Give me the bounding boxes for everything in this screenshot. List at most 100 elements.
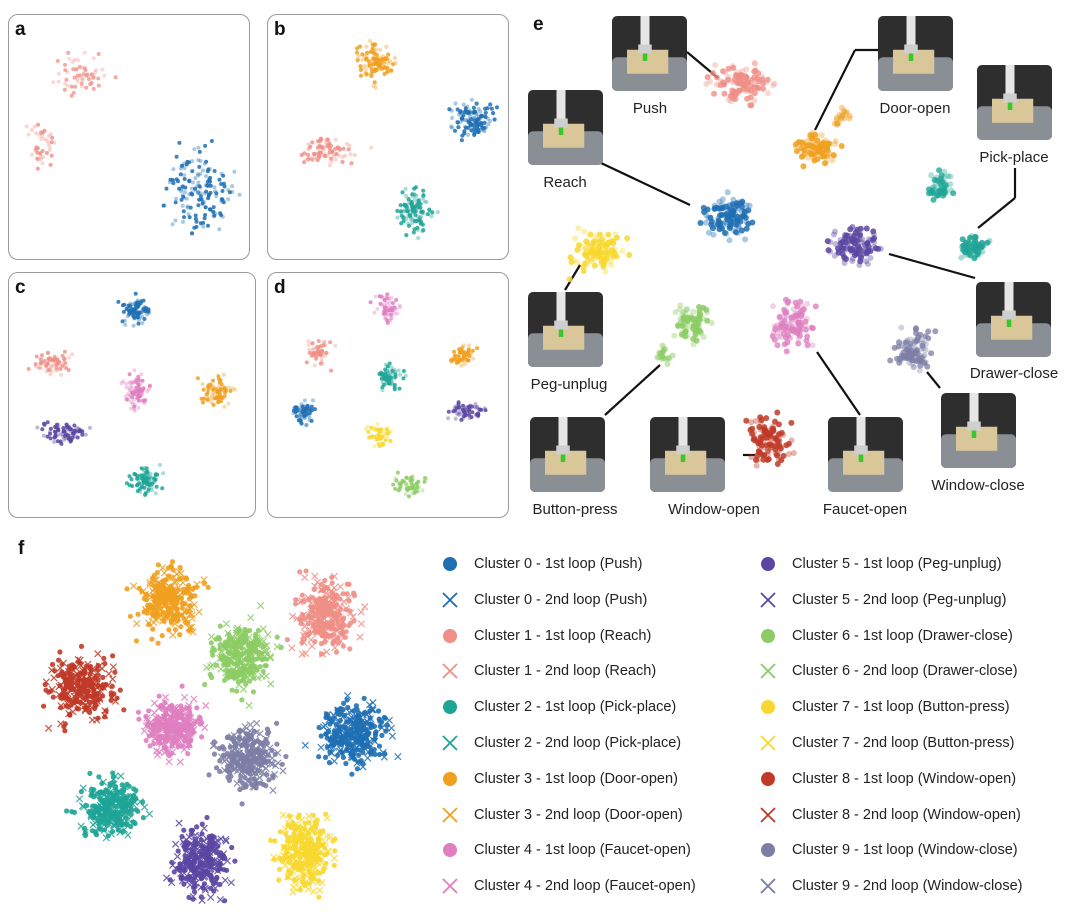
point	[739, 68, 746, 74]
point	[229, 687, 235, 693]
point	[127, 613, 133, 619]
point	[466, 358, 471, 363]
point	[354, 50, 360, 55]
point	[190, 169, 195, 174]
point	[377, 444, 382, 449]
point	[958, 254, 965, 261]
point-cross	[359, 763, 367, 771]
point	[614, 234, 620, 241]
point	[221, 372, 226, 377]
point	[296, 418, 301, 423]
point	[427, 209, 432, 214]
point-cross	[353, 717, 361, 725]
point	[566, 276, 573, 283]
point	[355, 58, 360, 63]
point	[323, 353, 327, 358]
point	[416, 198, 421, 203]
point	[144, 466, 149, 471]
point	[312, 363, 317, 368]
point	[800, 306, 807, 313]
point	[154, 570, 160, 576]
point	[870, 236, 876, 243]
point	[309, 408, 314, 413]
point	[306, 342, 311, 347]
point	[32, 124, 37, 129]
point	[578, 244, 585, 250]
point-cross	[394, 753, 402, 761]
point	[818, 148, 824, 155]
point-cross	[176, 591, 184, 599]
point	[304, 422, 309, 427]
point-cross	[337, 631, 345, 639]
cluster-3-points-b	[831, 104, 853, 128]
point-cross	[79, 685, 87, 693]
point	[745, 207, 752, 214]
panel-e-label: e	[533, 14, 544, 35]
point	[788, 437, 795, 444]
point	[407, 494, 411, 499]
task-label-button-press: Button-press	[532, 501, 617, 518]
point	[408, 213, 413, 219]
point	[833, 114, 840, 121]
point	[311, 151, 317, 156]
point	[906, 353, 913, 359]
point	[70, 435, 75, 440]
point	[851, 232, 858, 239]
point-cross	[105, 670, 113, 678]
point	[45, 420, 50, 425]
point	[299, 415, 304, 419]
point	[274, 720, 280, 726]
point-cross	[319, 650, 327, 658]
point	[843, 109, 850, 116]
point	[194, 705, 200, 711]
point	[68, 439, 73, 444]
point	[127, 304, 132, 309]
point	[347, 646, 353, 652]
point	[414, 481, 419, 486]
point	[574, 259, 581, 266]
point	[38, 154, 43, 159]
point-cross	[184, 704, 192, 712]
point	[121, 309, 126, 314]
point	[941, 188, 948, 195]
point	[222, 385, 226, 390]
point-cross	[176, 758, 184, 766]
point	[87, 770, 93, 776]
point	[842, 110, 849, 117]
point	[193, 176, 198, 181]
point	[725, 76, 731, 83]
point	[588, 249, 595, 255]
point-cross	[207, 633, 216, 641]
point	[92, 829, 98, 835]
point-cross	[169, 733, 177, 742]
point	[205, 179, 210, 184]
point	[216, 636, 223, 642]
point	[583, 245, 590, 252]
task-label-faucet-open: Faucet-open	[823, 501, 907, 518]
point	[463, 405, 468, 410]
point	[863, 225, 870, 232]
gripper-marker	[1007, 102, 1013, 110]
point	[467, 412, 472, 417]
point	[199, 396, 204, 401]
point	[71, 67, 76, 72]
point	[422, 199, 427, 204]
point	[918, 346, 925, 353]
gripper-marker	[1006, 319, 1012, 327]
point	[406, 223, 412, 228]
point	[58, 439, 63, 444]
point	[940, 185, 947, 192]
point	[127, 474, 132, 479]
point	[835, 248, 842, 255]
point	[380, 441, 385, 446]
point	[370, 46, 375, 51]
point	[164, 186, 169, 191]
point	[710, 231, 717, 238]
point	[917, 358, 923, 364]
point	[675, 322, 682, 329]
point	[753, 462, 760, 469]
point-cross	[328, 610, 337, 618]
point-cross	[304, 596, 312, 605]
point-cross	[251, 768, 259, 777]
point-cross	[244, 659, 252, 667]
